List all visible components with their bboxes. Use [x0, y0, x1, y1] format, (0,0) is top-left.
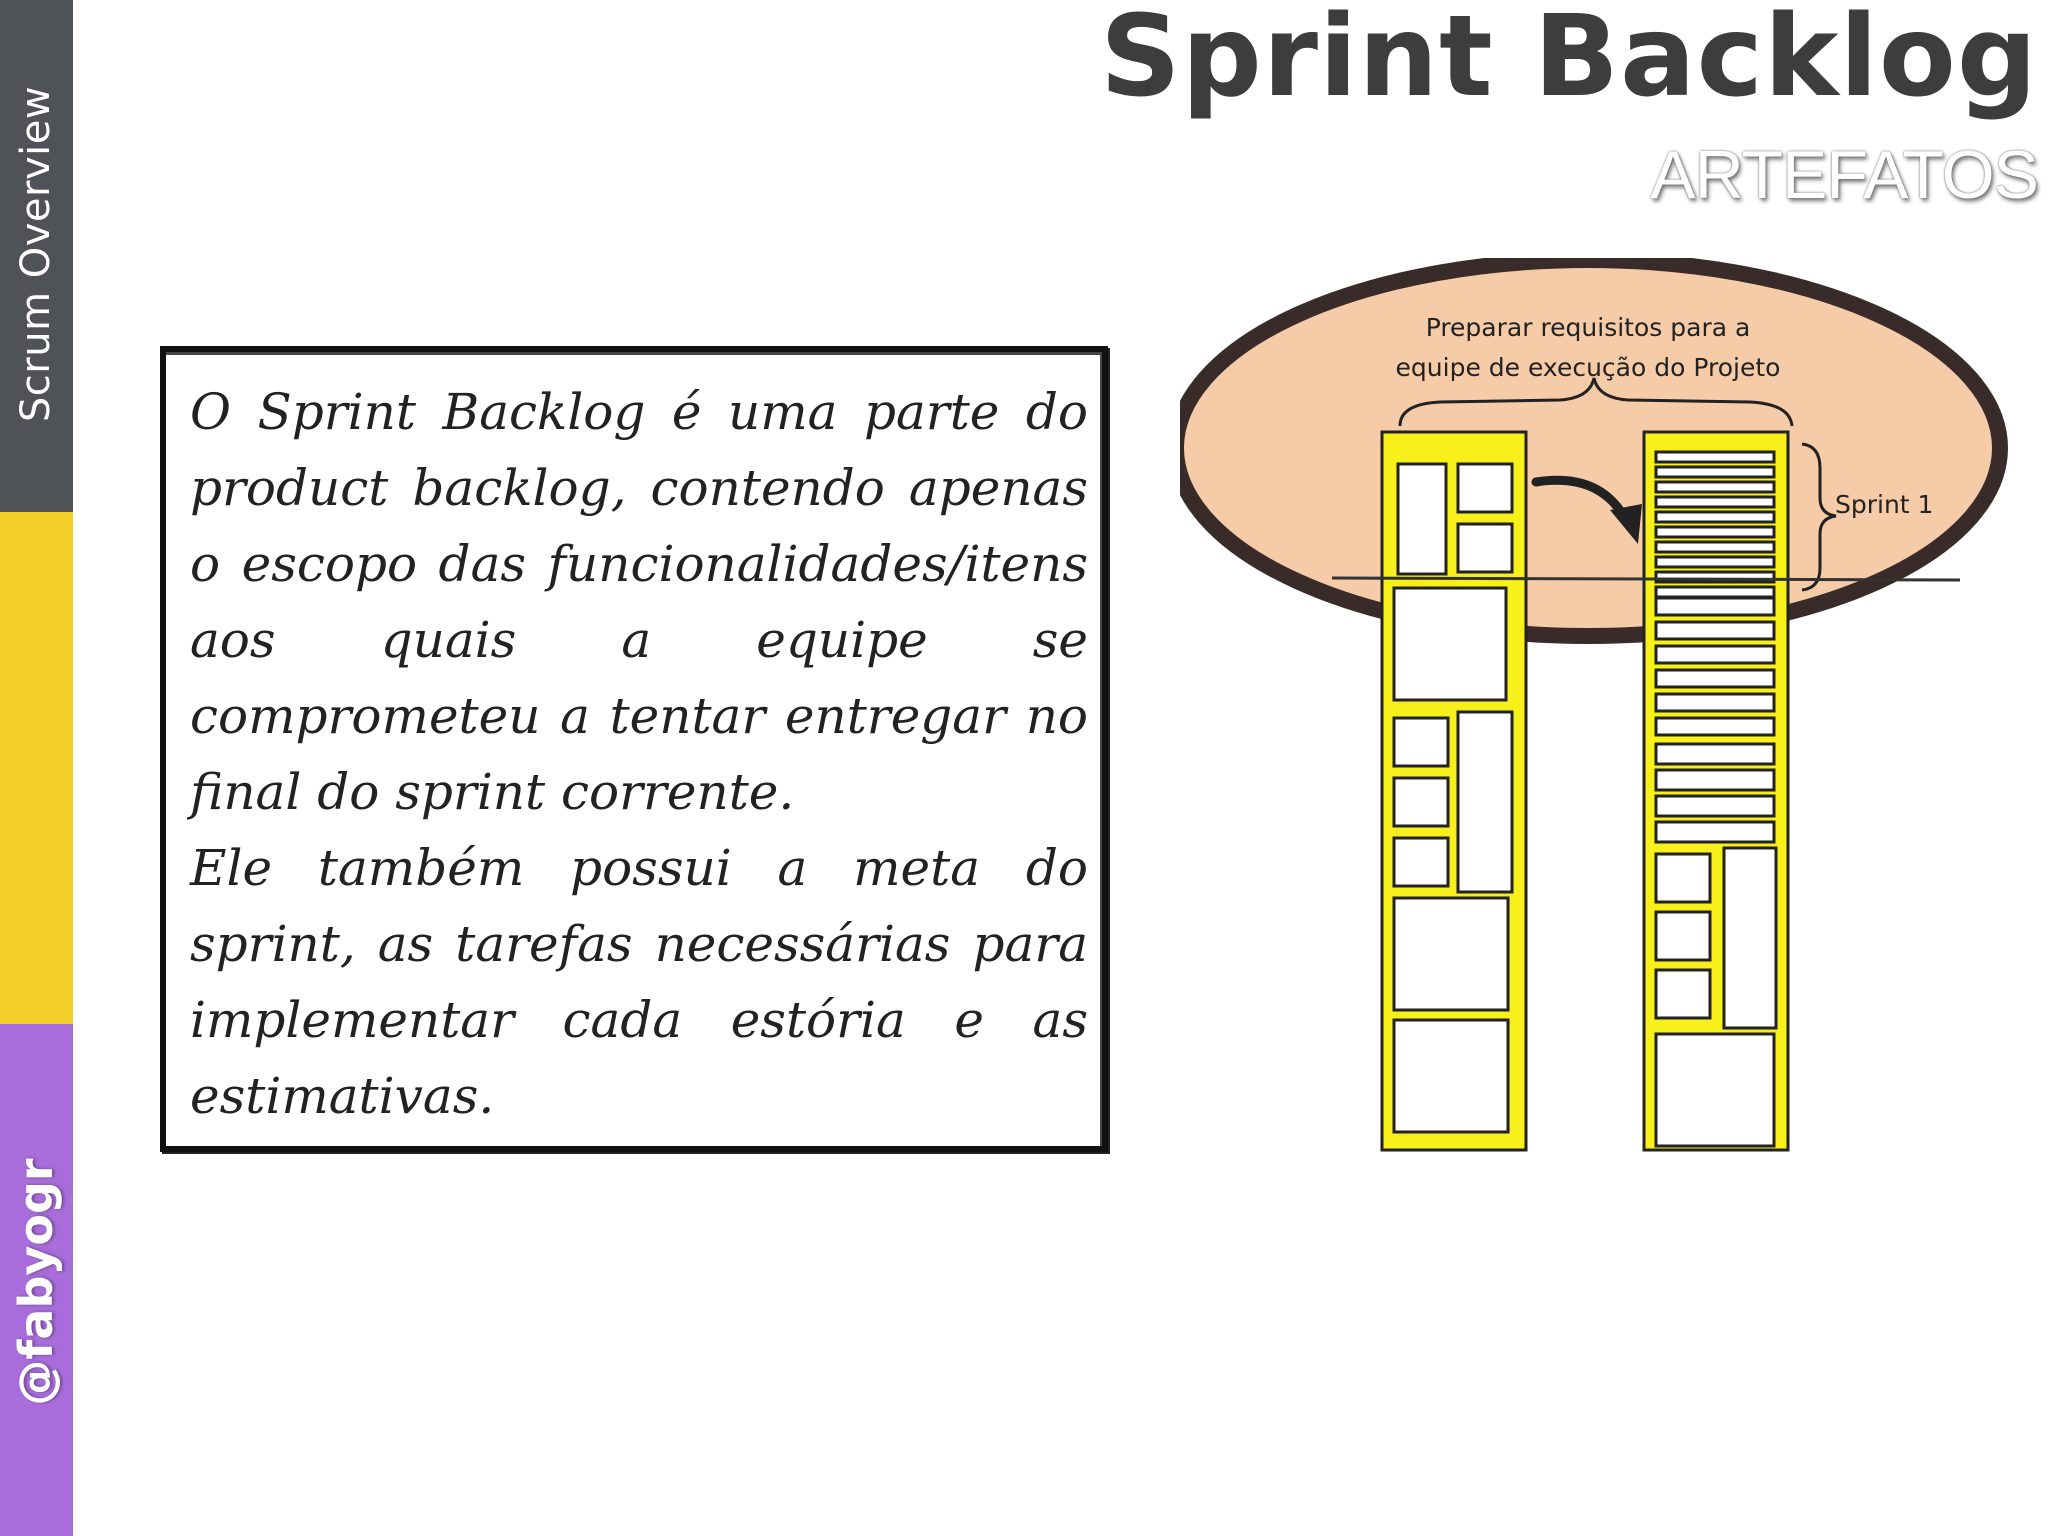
sidebar-label-bottom: @fabyogr [9, 1158, 63, 1406]
text-box-content: O Sprint Backlog é uma parte do product … [190, 374, 1088, 1134]
task-row [1654, 585, 1776, 599]
task-row [1654, 480, 1776, 494]
task-row [1654, 620, 1776, 641]
product-backlog-column [1380, 430, 1528, 1152]
body-paragraph-1: O Sprint Backlog é uma parte do product … [190, 383, 1088, 821]
task-row [1654, 596, 1776, 617]
task-row [1654, 465, 1776, 479]
sprint-brace [1801, 442, 1837, 592]
task-row [1654, 510, 1776, 524]
sprint-backlog-lower-items [1654, 846, 1778, 1148]
slide-title: Sprint Backlog [1099, 0, 2038, 122]
task-row [1654, 794, 1776, 818]
sprint-task-rows [1654, 450, 1776, 844]
sidebar-band-bottom [0, 1024, 73, 1536]
task-row [1654, 742, 1776, 766]
task-row [1654, 668, 1776, 689]
transfer-arrowhead [1610, 504, 1642, 544]
sidebar-band-top [0, 0, 73, 512]
text-box: O Sprint Backlog é uma parte do product … [160, 346, 1108, 1152]
sprint-label: Sprint 1 [1835, 490, 1933, 519]
task-row [1654, 495, 1776, 509]
task-row [1654, 555, 1776, 569]
task-row [1654, 820, 1776, 844]
task-row [1654, 450, 1776, 464]
task-row [1654, 716, 1776, 737]
task-row [1654, 644, 1776, 665]
task-row [1654, 540, 1776, 554]
body-paragraph-2: Ele também possui a meta do sprint, as t… [190, 839, 1088, 1125]
sidebar: Scrum Overview @fabyogr [0, 0, 73, 1536]
oval-label-line-1: Preparar requisitos para a [1426, 313, 1751, 342]
sprint-divider-line [1331, 576, 1961, 582]
task-row [1654, 692, 1776, 713]
sidebar-label-top: Scrum Overview [13, 85, 59, 423]
task-row [1654, 570, 1776, 584]
sprint-backlog-diagram: Preparar requisitos para a equipe de exe… [1180, 258, 2008, 1152]
oval-label-line-2: equipe de execução do Projeto [1396, 353, 1781, 382]
sidebar-band-middle [0, 512, 73, 1024]
slide-subtitle: ARTEFATOS [1650, 137, 2039, 213]
scope-brace [1398, 377, 1794, 427]
task-row [1654, 768, 1776, 792]
task-row [1654, 525, 1776, 539]
